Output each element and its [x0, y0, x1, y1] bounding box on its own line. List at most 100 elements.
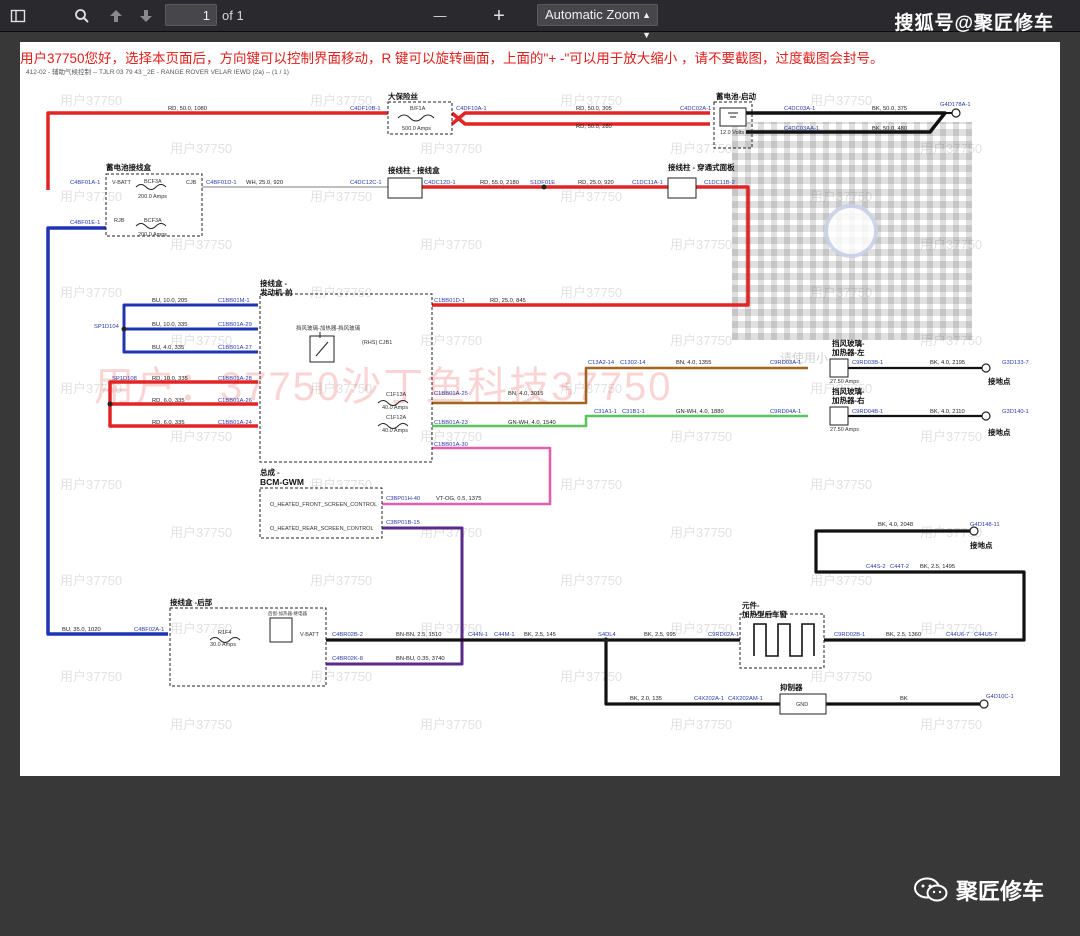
watermark-text: 用户37750 — [810, 381, 873, 396]
relay-switch — [315, 332, 329, 357]
label-engine-box: 接线盒 -发动机-前 — [259, 278, 293, 297]
label-rear-vbatt: V-BATT — [300, 632, 319, 638]
conn-c4dc02a: C4DC02A-1 — [680, 106, 711, 112]
label-big-fuse-amps: 500.0 Amps — [402, 126, 431, 132]
bcf3a-symbol — [135, 184, 167, 190]
label-ground-right: 接地点 — [988, 427, 1011, 437]
wire-green — [432, 414, 808, 428]
label-element: 元件-加热型后车窗 — [741, 600, 787, 619]
wire-red-main — [46, 111, 388, 190]
wire-red-down — [432, 185, 750, 307]
wire-label-17: BN, 4.0, 1355 — [676, 360, 711, 366]
user-notice: 用户37750您好，选择本页面后，方向键可以控制界面移动，R 键可以旋转画面，上… — [20, 51, 884, 66]
watermark-text: 用户37750 — [420, 717, 483, 732]
conn-c3bp01h: C3BP01H-40 — [386, 496, 420, 502]
label-bcm-title: 总成 - — [260, 467, 280, 477]
wire-label-3: RD, 50.0, 280 — [576, 124, 612, 130]
wire-label-7: RD, 55.0, 2180 — [480, 180, 519, 186]
watermark-text: 用户37750 — [310, 381, 373, 396]
conn-c4x202am: C4X202AM-1 — [728, 696, 763, 702]
rear-fuse-symbol — [209, 637, 241, 643]
page-number-input[interactable] — [165, 4, 217, 26]
conn-c4dc12c: C4DC12C-1 — [350, 180, 382, 186]
wire-pink — [382, 446, 552, 506]
wire-label-18: BK, 4.0, 2195 — [930, 360, 965, 366]
watermark-text: 用户37750 — [420, 141, 483, 156]
splice-sp1d108 — [107, 401, 113, 407]
watermark-text: 用户37750 — [670, 525, 733, 540]
search-icon[interactable] — [70, 4, 94, 28]
watermark-text: 用户37750 — [170, 429, 233, 444]
next-page-icon[interactable] — [134, 4, 158, 28]
page-count: of 1 — [222, 8, 244, 23]
conn-c1bb01m: C1BB01M-1 — [218, 298, 250, 304]
zoom-select[interactable]: Automatic Zoom ▲▼ — [537, 4, 658, 40]
watermark-text: 用户37750 — [920, 141, 983, 156]
wire-black-battery — [746, 111, 947, 134]
conn-c1bb01a27: C1BB01A-27 — [218, 345, 252, 351]
watermark-text: 用户37750 — [920, 237, 983, 252]
conn-g4d178a: G4D178A-1 — [940, 102, 971, 108]
watermark-text: 用户37750 — [170, 141, 233, 156]
label-battery-start: 蓄电池-启动 — [716, 91, 756, 101]
label-battery-volts: 12.0 Volts — [720, 130, 744, 136]
label-terminal-dash: 接线柱 - 穿通式面板 — [668, 162, 735, 172]
splice-s1df01e — [541, 184, 547, 190]
watermark-text: 用户37750 — [670, 717, 733, 732]
splice-sp1d104 — [121, 326, 127, 332]
watermark-text: 用户37750 — [560, 381, 623, 396]
watermark-text: 用户37750 — [310, 93, 373, 108]
wiring-diagram: 大保险丝 蓄电池-启动 蓄电池接线盒 接线柱 - 接线盒 接线柱 - 穿通式面板… — [46, 91, 1029, 715]
watermark-text: 用户37750 — [60, 669, 123, 684]
wire-black-suppressor — [604, 640, 780, 706]
heater-element-symbol — [753, 623, 815, 657]
big-watermark: 用户：37750沙丁鱼科技37750 — [94, 365, 673, 409]
watermark-text: 用户37750 — [60, 285, 123, 300]
wire-brown — [432, 366, 808, 405]
label-vbatt: V-BATT — [112, 180, 131, 186]
wire-label-19: GN-WH, 4.0, 1540 — [508, 420, 556, 426]
label-cjb: CJB — [186, 180, 197, 186]
wechat-watermark: 聚匠修车 — [913, 874, 1044, 906]
zoom-out-icon: — — [433, 8, 447, 23]
splice-s4dl4 — [603, 637, 609, 643]
previous-page-icon[interactable] — [104, 4, 128, 28]
watermark-text: 用户37750 — [810, 189, 873, 204]
ground-top-icon — [951, 108, 961, 118]
watermark-text: 用户37750 — [920, 717, 983, 732]
watermark-text: 用户37750 — [60, 381, 123, 396]
conn-c4bf02a: C4BF02A-1 — [134, 627, 164, 633]
label-ground-left: 接地点 — [988, 376, 1011, 386]
conn-c4dc03a4: C4DC03AA-1 — [784, 126, 819, 132]
big-fuse-symbol — [397, 114, 435, 122]
conn-c44m1: C44M-1 — [494, 632, 515, 638]
label-c1f13a-amps: 40.0 Amps — [382, 405, 408, 411]
conn-c1dc11a: C1DC11A-1 — [632, 180, 663, 186]
conn-c4df10b: C4DF10B-1 — [350, 106, 381, 112]
label-c1f12a: C1F12A — [386, 415, 407, 421]
sidebar-toggle-icon[interactable] — [6, 4, 30, 28]
pdf-toolbar: of 1 — + Automatic Zoom ▲▼ 搜狐号@聚匠修车 — [0, 0, 1080, 40]
conn-c4bf01d: C4BF01D-1 — [206, 180, 237, 186]
watermark-text: 用户37750 — [560, 477, 623, 492]
conn-c1bb01a23: C1BB01A-23 — [434, 420, 468, 426]
label-bcm-rear: O_HEATED_REAR_SCREEN_CONTROL — [270, 526, 374, 532]
label-ground-top: 接地点 — [970, 540, 993, 550]
zoom-in-button[interactable]: + — [487, 4, 511, 28]
watermark-text: 用户37750 — [310, 573, 373, 588]
wire-label-5: BK, 50.0, 480 — [872, 126, 907, 132]
wire-black-rear-2 — [814, 529, 1026, 642]
terminal-dash-rect — [667, 177, 697, 199]
ground-left-icon — [981, 363, 991, 373]
wire-label-23: BK, 4.0, 2048 — [878, 522, 913, 528]
wire-label-4: BK, 50.0, 375 — [872, 106, 907, 112]
conn-c1bb01a25: C1BB01A-25 — [434, 391, 468, 397]
zoom-out-button[interactable]: — — [428, 4, 452, 28]
watermark-text: 用户37750 — [670, 333, 733, 348]
watermark-text: 用户37750 — [310, 189, 373, 204]
watermark-text: 用户37750 — [810, 477, 873, 492]
heater-left-rect — [829, 358, 849, 378]
conn-c44s2: C44S-2 — [866, 564, 886, 570]
conn-c9rd02b: C9RD02B-1 — [834, 632, 865, 638]
watermark-text: 用户37750 — [560, 285, 623, 300]
